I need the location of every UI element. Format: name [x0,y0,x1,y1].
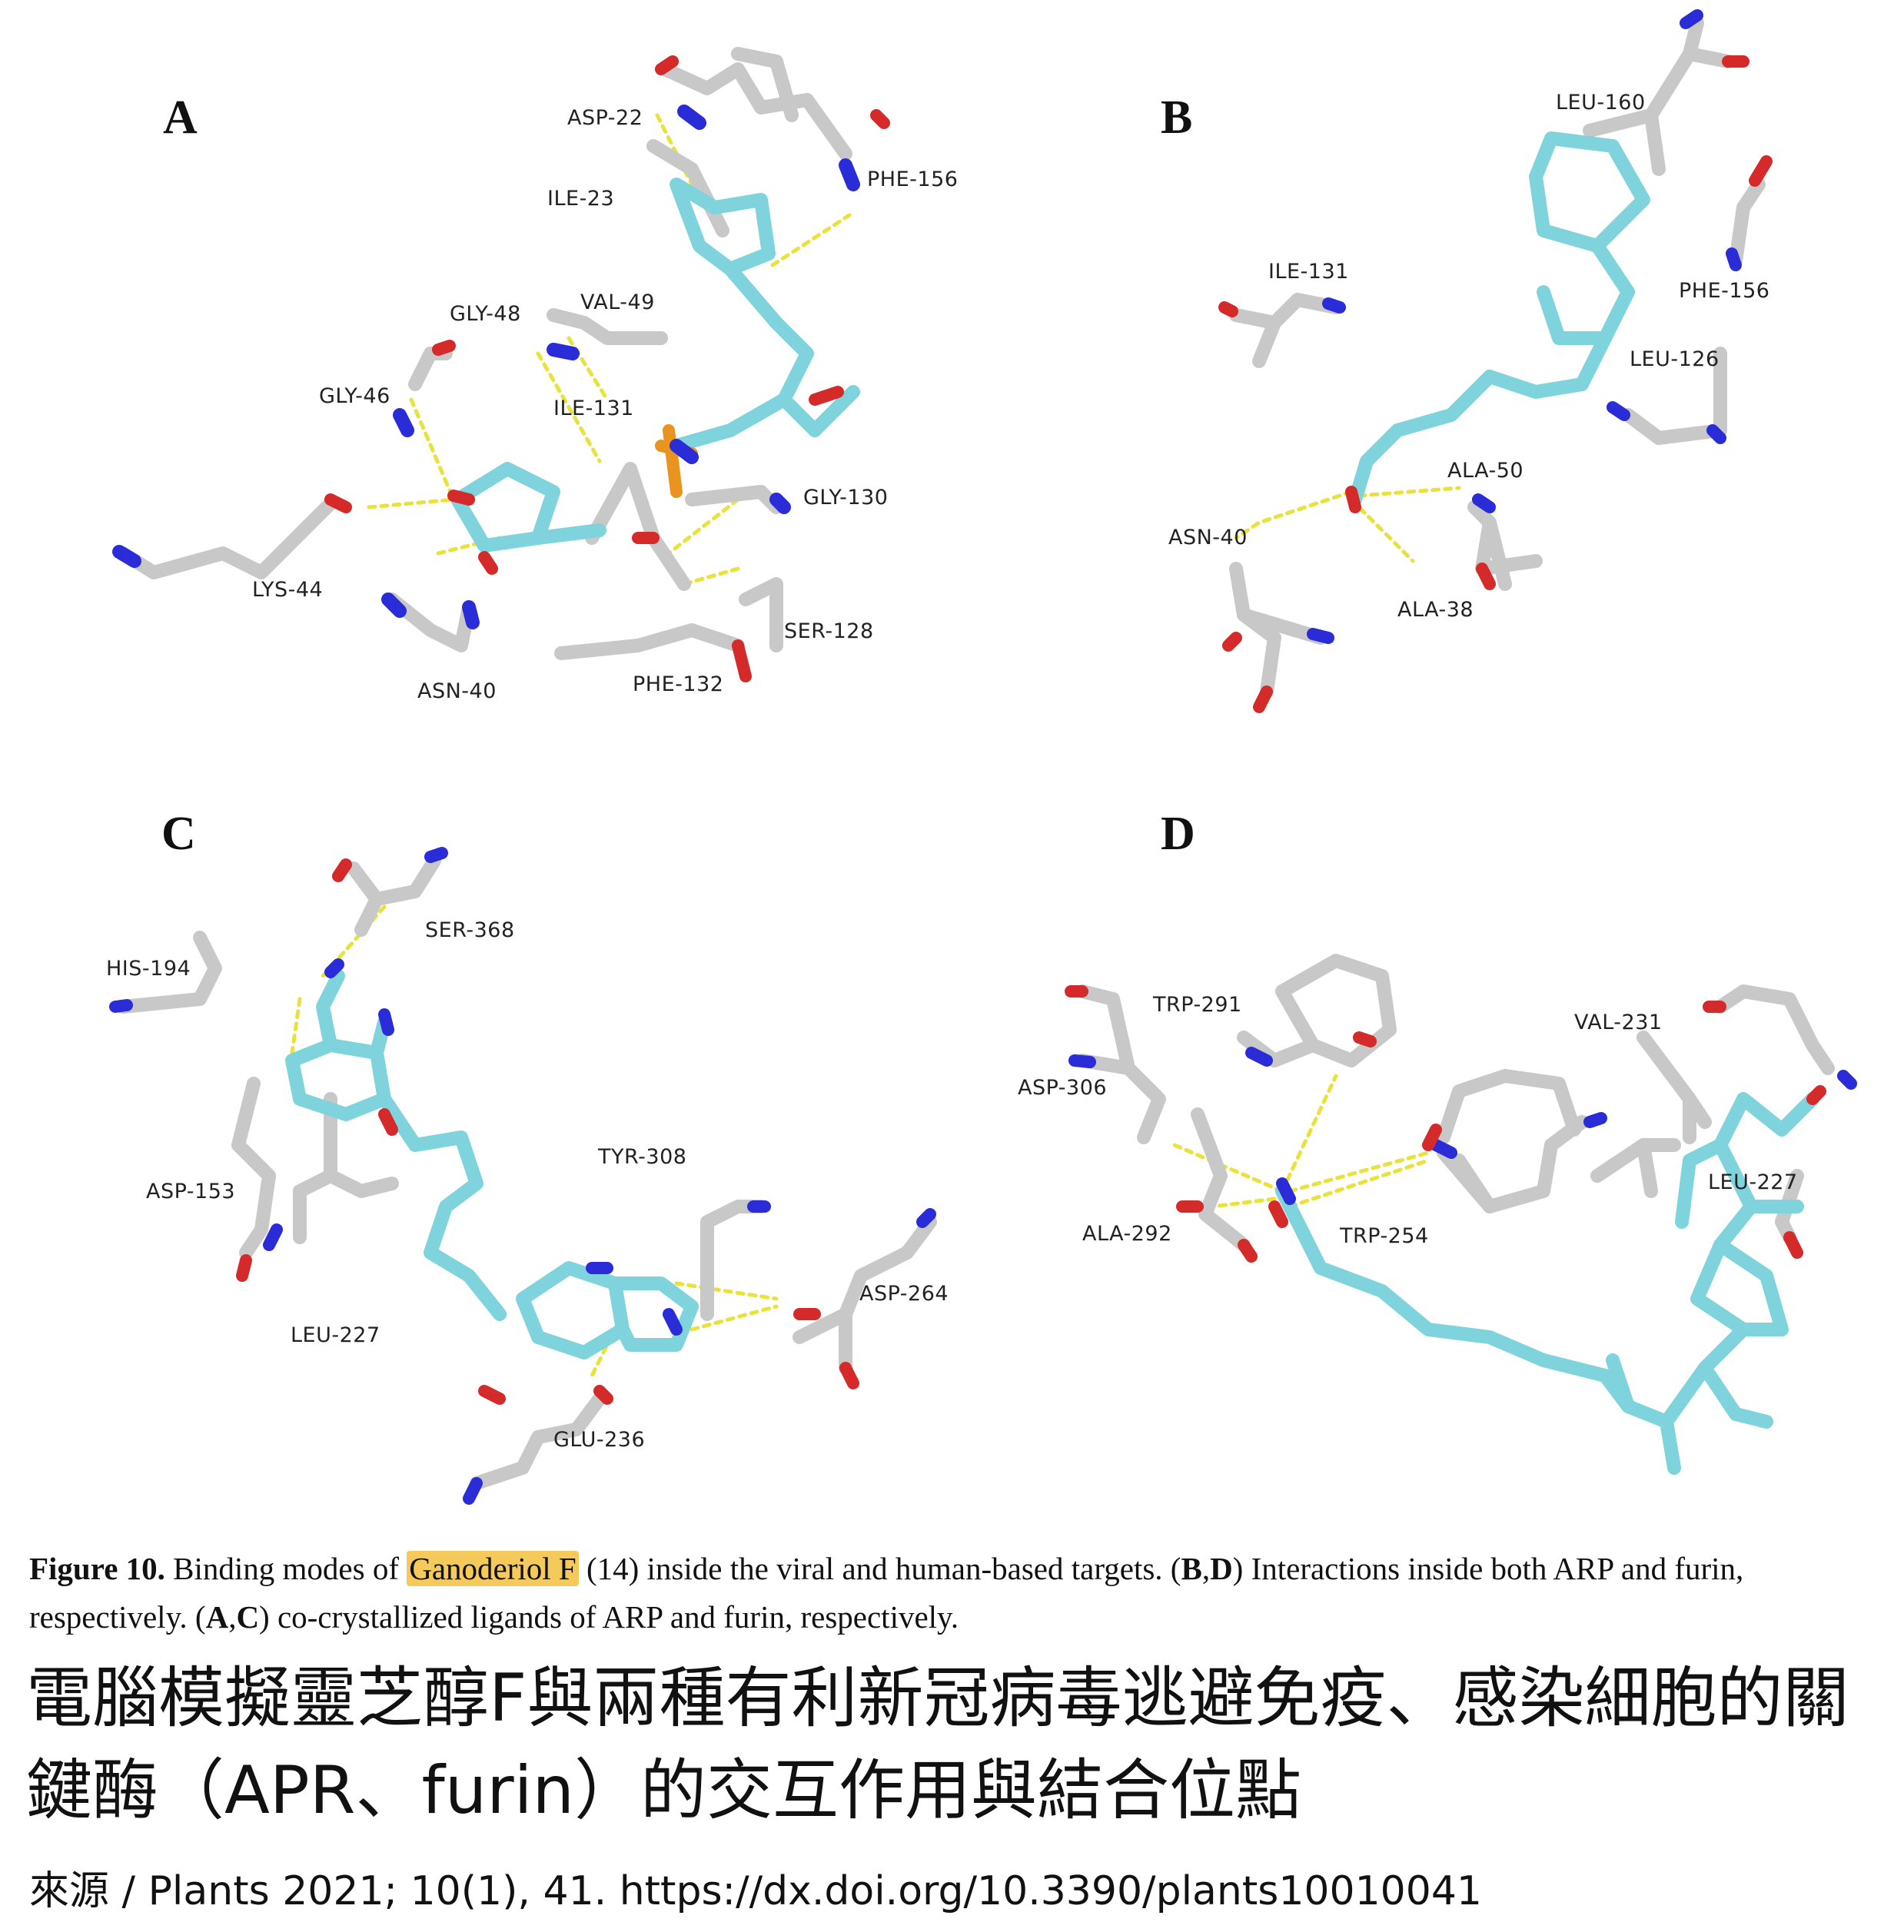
caption-text: ) co-crystallized ligands of ARP and fur… [259,1599,959,1635]
residue-label: HIS-194 [106,957,191,981]
caption-bold: B [1181,1551,1202,1586]
caption-text: , [1201,1551,1211,1586]
residue-label: PHE-156 [867,168,959,191]
figure-number: Figure 10. [29,1551,165,1586]
residue-label: TYR-308 [598,1145,687,1169]
residue-label: ASN-40 [1168,526,1248,549]
residue-label: SER-128 [784,619,874,643]
caption-bold: A [205,1599,229,1635]
panel-a: A ASP-22 ILE-23 PHE-156 GLY-48 VAL-49 GL… [0,0,958,753]
caption-text: , [228,1599,237,1635]
panel-a-label: A [163,91,198,144]
residue-label: GLU-236 [553,1428,646,1452]
residue-label: LEU-227 [291,1323,380,1347]
residue-label: ILE-131 [1268,260,1349,284]
residue-label: ASP-153 [146,1180,236,1203]
residue-label: ASN-40 [417,679,497,703]
residue-label: ASP-22 [567,106,643,130]
residue-label: GLY-46 [319,384,390,408]
residue-label: PHE-132 [633,672,724,696]
caption-text: Binding modes of [164,1551,407,1586]
panel-d: D TRP-291 VAL-231 ASP-306 LEU-227 ALA-29… [952,776,1904,1529]
panel-d-label: D [1161,808,1195,860]
residue-label: ALA-50 [1447,459,1524,483]
residue-label: LEU-227 [1708,1170,1798,1194]
residue-label: GLY-48 [450,302,521,326]
residue-label: ALA-292 [1082,1222,1172,1246]
residue-label: TRP-291 [1153,993,1242,1017]
source-citation: 來源 / Plants 2021; 10(1), 41. https://dx.… [29,1868,1483,1914]
residue-label: LYS-44 [252,578,324,602]
panel-b-label: B [1161,91,1193,144]
chinese-title: 電腦模擬靈芝醇F與兩種有利新冠病毒逃避免疫、感染細胞的關鍵酶（APR、furin… [26,1660,1849,1829]
residue-label: LEU-160 [1556,91,1646,115]
panel-a-structure [112,47,890,682]
panel-d-structure [1065,954,1857,1475]
residue-label: ILE-131 [553,397,634,420]
residue-label: GLY-130 [803,486,889,510]
residue-label: TRP-254 [1340,1224,1429,1248]
caption-bold: C [236,1599,260,1635]
caption-text: ) Interactions inside both ARP and furin… [29,1551,1744,1635]
residue-label: PHE-156 [1679,279,1770,303]
residue-label: LEU-126 [1630,347,1720,371]
residue-label: ASP-264 [859,1282,949,1306]
panel-b-structure [1218,9,1773,713]
residue-label: SER-368 [425,918,515,942]
residue-label: ILE-23 [547,187,615,211]
panel-c: C SER-368 HIS-194 TYR-308 ASP-153 ASP-26… [0,776,952,1529]
panel-c-label: C [161,808,196,860]
residue-label: ASP-306 [1018,1076,1108,1100]
highlighted-compound: Ganoderiol F [407,1551,579,1586]
residue-label: ALA-38 [1397,598,1474,622]
panel-c-structure [109,847,937,1505]
figure-caption: Figure 10. Binding modes of Ganoderiol F… [29,1545,1882,1642]
residue-label: VAL-231 [1574,1011,1663,1034]
panel-b: B LEU-160 ILE-131 PHE-156 LEU-126 ALA-50… [952,0,1904,753]
caption-bold: D [1210,1551,1233,1586]
residue-label: VAL-49 [580,290,655,314]
caption-text: (14) inside the viral and human-based ta… [578,1551,1181,1586]
